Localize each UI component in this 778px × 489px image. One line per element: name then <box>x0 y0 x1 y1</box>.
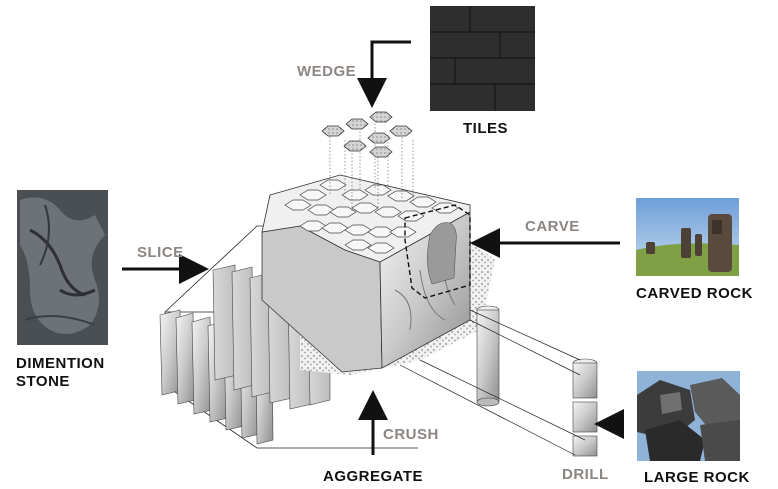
large-rock-label: LARGE ROCK <box>644 469 750 486</box>
drill-label: DRILL <box>562 466 609 483</box>
floating-hex-tiles <box>322 112 412 157</box>
large-rock-photo <box>637 371 740 461</box>
crush-label: CRUSH <box>383 426 439 443</box>
dimension-stone-label: DIMENTION STONE <box>16 355 105 391</box>
carved-rock-photo <box>636 198 739 276</box>
dimension-stone-label-line1: DIMENTION <box>16 355 105 373</box>
dimension-stone-label-line2: STONE <box>16 373 105 391</box>
carved-rock-label: CARVED ROCK <box>636 285 753 302</box>
wedge-arrow <box>372 42 411 96</box>
slice-label: SLICE <box>137 244 184 261</box>
aggregate-label: AGGREGATE <box>323 468 423 485</box>
drill-cores <box>477 306 597 456</box>
tiles-label: TILES <box>463 120 508 137</box>
carve-label: CARVE <box>525 218 580 235</box>
wedge-label: WEDGE <box>297 63 356 80</box>
tiles-photo <box>430 6 535 111</box>
dimension-stone-photo <box>17 190 108 345</box>
carved-moai-shape <box>427 223 456 285</box>
